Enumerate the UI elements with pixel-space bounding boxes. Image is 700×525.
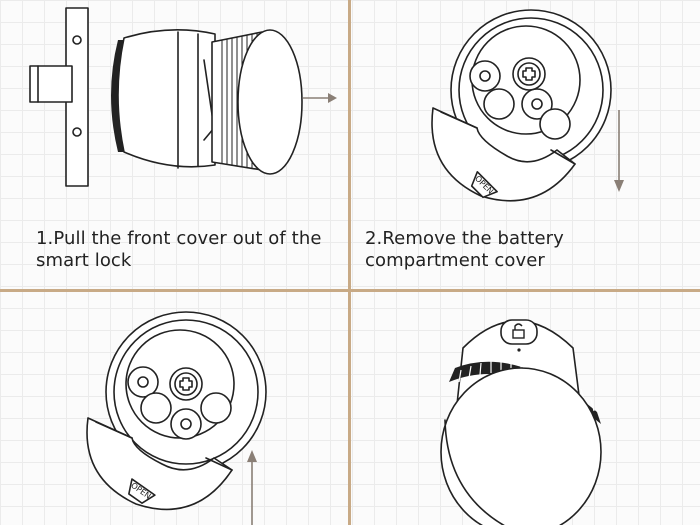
- battery-cover: [431, 107, 576, 202]
- battery: [483, 88, 515, 120]
- step-1-panel: 1.Pull the front cover out of the smart …: [0, 0, 348, 289]
- horizontal-divider: [0, 289, 700, 292]
- step-3-illustration: OPEN: [86, 311, 267, 525]
- step-2-panel: OPEN 2.Remove the battery compartment co…: [351, 0, 700, 289]
- screw-icon: [169, 367, 203, 401]
- battery: [521, 88, 553, 120]
- unlock-button: [500, 319, 538, 345]
- battery: [469, 60, 501, 92]
- step-3-panel: OPEN: [0, 292, 348, 525]
- battery-cover: [86, 417, 233, 511]
- latch-bolt: [29, 65, 73, 103]
- front-cover-face: [440, 367, 602, 525]
- screw-hole-bottom: [72, 127, 82, 137]
- step-2-caption: 2.Remove the battery compartment cover: [365, 228, 564, 271]
- battery: [140, 392, 172, 424]
- screw-hole-top: [72, 35, 82, 45]
- step-4-illustration: [440, 319, 602, 525]
- step-1-illustration: [29, 7, 337, 187]
- battery: [170, 408, 202, 440]
- step-4-panel: [351, 292, 700, 525]
- step-1-caption: 1.Pull the front cover out of the smart …: [36, 228, 322, 271]
- step-2-illustration: OPEN: [431, 9, 624, 202]
- battery: [539, 108, 571, 140]
- screw-icon: [512, 57, 546, 91]
- front-cover-face: [237, 29, 303, 175]
- battery: [200, 392, 232, 424]
- lock-icon: [512, 323, 525, 339]
- vertical-divider: [348, 0, 351, 525]
- lock-body: [117, 29, 216, 168]
- battery: [127, 366, 159, 398]
